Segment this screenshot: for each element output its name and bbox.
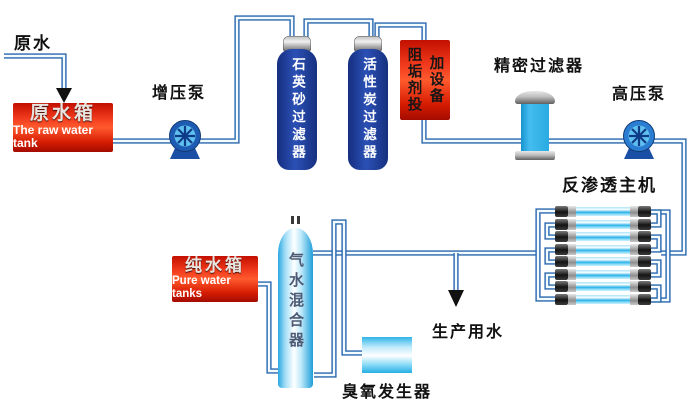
quartz-filter-label: 石英砂过滤器 <box>290 57 305 162</box>
ro-tube-ring <box>568 219 576 230</box>
quartz-sand-filter: 石英砂过滤器 <box>277 49 317 170</box>
raw-water-tank: 原水箱 The raw water tank <box>13 103 113 152</box>
ro-membrane-tube <box>555 244 651 255</box>
ro-unit-label: 反渗透主机 <box>562 176 657 195</box>
pipe-quartz-to-carbon <box>304 19 373 38</box>
ro-membrane-tube <box>555 269 651 280</box>
precision-filter-label: 精密过滤器 <box>494 58 585 75</box>
mixer-vent-mark <box>297 216 300 224</box>
raw-water-label: 原水 <box>14 34 52 53</box>
ro-tube-ring <box>630 219 638 230</box>
pipe-ro-right-u2 <box>650 234 662 253</box>
dosing-label-col2: 加设备 <box>427 55 444 105</box>
precision-filter-bottom-flange <box>515 151 555 160</box>
precision-filter-body <box>521 104 549 152</box>
ro-membrane-tube <box>555 294 651 305</box>
high-pressure-pump-label: 高压泵 <box>612 86 667 103</box>
ro-tube-ring <box>630 244 638 255</box>
ro-tube-end-cap <box>638 206 651 217</box>
ro-tube-ring <box>630 269 638 280</box>
ro-tube-end-cap <box>555 294 568 305</box>
carbon-filter-cap <box>354 36 382 51</box>
high-pressure-pump <box>623 120 655 159</box>
pipe-ro-right-u2 <box>650 235 661 252</box>
ro-membrane-tube <box>555 231 651 242</box>
pipe-raw-water-inlet <box>4 53 67 89</box>
pipe-ro-left-u3 <box>545 273 556 289</box>
pipe-ro-right-u1 <box>650 209 662 228</box>
pipe-ro-left-u2 <box>545 248 556 264</box>
ro-tube-ring <box>568 269 576 280</box>
precision-filter-top-flange <box>515 91 555 104</box>
pure-water-tank: 纯水箱 Pure water tanks <box>172 256 258 302</box>
pure-water-tank-label-cn: 纯水箱 <box>185 256 245 276</box>
booster-pump <box>169 120 201 159</box>
ro-membrane-tube <box>555 256 651 267</box>
ro-tube-end-cap <box>555 269 568 280</box>
pipe-carbon-to-ro-feed <box>375 23 686 255</box>
ro-tube-end-cap <box>638 294 651 305</box>
pipe-ro-left-outer <box>536 209 556 301</box>
pipe-ro-left-u1 <box>545 223 556 239</box>
ro-tube-end-cap <box>555 244 568 255</box>
ro-tube-ring <box>568 231 576 242</box>
antiscalant-dosing-equipment: 阻垢剂投 加设备 <box>400 40 450 120</box>
quartz-filter-cap <box>283 36 311 51</box>
ro-tube-ring <box>568 206 576 217</box>
pure-water-tank-label-en: Pure water tanks <box>172 275 231 300</box>
ro-tube-end-cap <box>638 269 651 280</box>
gas-water-mixer: 气水混合器 <box>278 228 313 388</box>
ro-tube-ring <box>630 206 638 217</box>
ro-tube-end-cap <box>555 281 568 292</box>
pipe-ro-right-u1 <box>650 210 661 227</box>
ro-tube-ring <box>630 294 638 305</box>
ro-tube-ring <box>568 256 576 267</box>
ozone-generator-label: 臭氧发生器 <box>342 384 433 401</box>
ro-tube-ring <box>630 281 638 292</box>
ro-tube-ring <box>630 231 638 242</box>
ro-tube-end-cap <box>555 231 568 242</box>
dosing-label-col1: 阻垢剂投 <box>405 47 422 113</box>
raw-water-tank-label-en: The raw water tank <box>13 123 94 151</box>
ozone-generator <box>362 337 412 373</box>
booster-pump-label: 增压泵 <box>152 85 207 102</box>
ro-tube-end-cap <box>638 219 651 230</box>
hp-pump-hub <box>636 133 642 139</box>
mixer-label: 气水混合器 <box>287 252 303 352</box>
production-water-label: 生产用水 <box>432 324 505 341</box>
pipe-ro-right-u3 <box>650 260 661 277</box>
pipe-ro-right-u3 <box>650 259 662 278</box>
pipe-ozone-loop <box>314 220 362 377</box>
ro-tube-end-cap <box>555 206 568 217</box>
ro-tube-end-cap <box>638 256 651 267</box>
pipe-ro-right-u4 <box>650 285 661 302</box>
ro-tube-end-cap <box>555 219 568 230</box>
arrow-into-raw-tank <box>56 88 72 103</box>
ro-tube-end-cap <box>555 256 568 267</box>
ro-membrane-tube <box>555 206 651 217</box>
pipe-raw-water-inlet <box>4 54 66 89</box>
ro-tube-end-cap <box>638 231 651 242</box>
raw-water-tank-label-cn: 原水箱 <box>29 103 96 125</box>
ro-tube-end-cap <box>638 244 651 255</box>
pipe-ro-right-u4 <box>650 284 662 303</box>
ro-membrane-tube <box>555 281 651 292</box>
booster-pump-hub <box>182 133 188 139</box>
ro-membrane-tube <box>555 219 651 230</box>
activated-carbon-filter: 活性炭过滤器 <box>348 49 388 170</box>
mixer-vent-mark <box>291 216 294 224</box>
ro-tube-ring <box>630 256 638 267</box>
arrow-production-water <box>448 290 464 307</box>
pipe-pure-tank-to-mixer <box>256 282 280 373</box>
ro-tube-end-cap <box>638 281 651 292</box>
ro-tube-ring <box>568 294 576 305</box>
ro-tube-ring <box>568 244 576 255</box>
ro-tube-ring <box>568 281 576 292</box>
carbon-filter-label: 活性炭过滤器 <box>361 57 376 162</box>
